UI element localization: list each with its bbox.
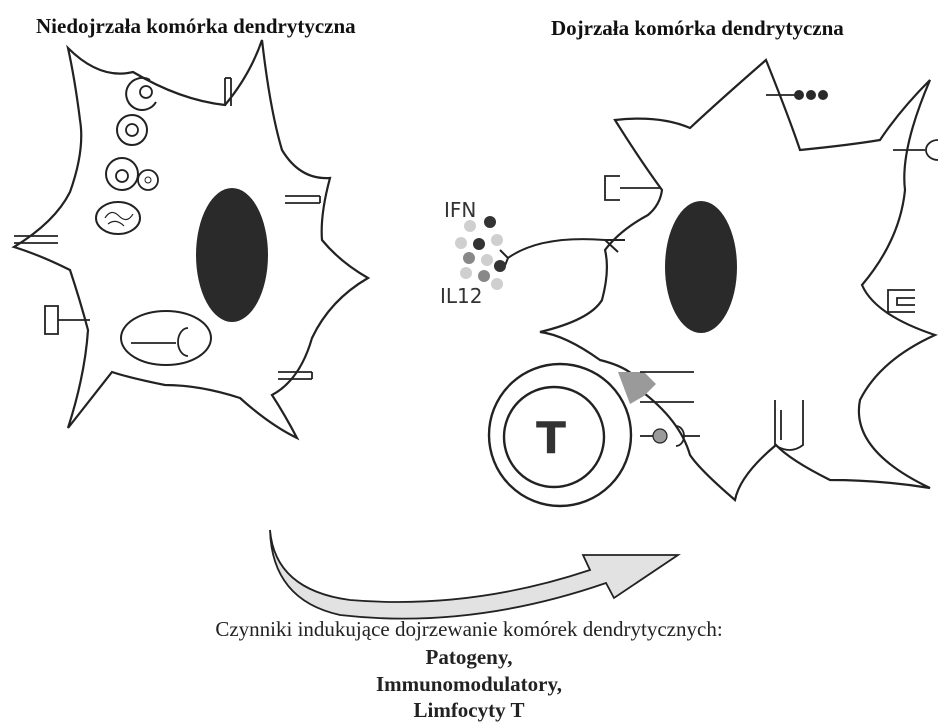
vesicle-4 xyxy=(96,202,140,234)
t-lymphocyte: T xyxy=(489,364,631,506)
immature-nucleus xyxy=(196,188,268,322)
factor-pathogens: Patogeny, xyxy=(0,645,938,670)
maturation-factors-heading: Czynniki indukujące dojrzewanie komórek … xyxy=(0,617,938,642)
ifn-label: IFN xyxy=(444,198,476,222)
mature-receptor-cup xyxy=(888,290,915,312)
mature-channel xyxy=(775,400,803,450)
vesicle-3 xyxy=(106,158,158,190)
t-cell-label: T xyxy=(536,413,566,464)
il12-label: IL12 xyxy=(440,284,483,308)
factor-immunomodulators: Immunomodulatory, xyxy=(0,672,938,697)
mhc-receptor xyxy=(618,372,694,404)
costimulatory-molecule xyxy=(640,426,700,446)
vesicle-2 xyxy=(117,115,147,145)
immature-cell-outline xyxy=(14,40,368,438)
factor-t-lymphocytes: Limfocyty T xyxy=(0,698,938,723)
mature-nucleus xyxy=(665,201,737,333)
secretion-arrow xyxy=(508,239,605,258)
maturation-arrow xyxy=(270,530,678,619)
immature-dendritic-cell xyxy=(14,40,368,438)
phagosome xyxy=(121,311,211,365)
mature-receptor-bracket xyxy=(605,176,660,200)
surface-receptor-right xyxy=(285,196,320,203)
cytokines: IFN IL12 xyxy=(440,198,506,308)
peptide-chain xyxy=(766,90,828,100)
mature-receptor-right xyxy=(893,140,938,160)
